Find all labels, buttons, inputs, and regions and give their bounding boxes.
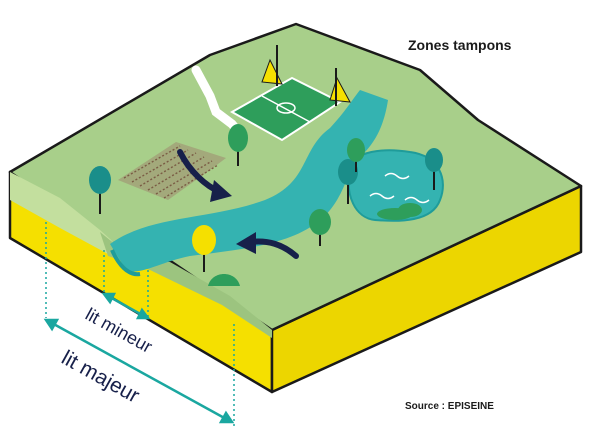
lit-majeur-arrow xyxy=(43,318,235,424)
flow-arrow-right-head xyxy=(210,180,232,202)
diagram-title: Zones tampons xyxy=(408,37,512,53)
tree-yellow xyxy=(192,225,216,272)
tree-pond-left xyxy=(338,159,358,204)
bush-pond xyxy=(398,203,422,217)
river-edge xyxy=(110,249,141,277)
floodlight-right xyxy=(329,68,351,106)
measure-guides xyxy=(45,222,235,426)
flow-arrow-left-head xyxy=(236,232,256,254)
lit-majeur-label: lit majeur xyxy=(58,346,144,407)
tree-left xyxy=(89,166,111,214)
river xyxy=(110,90,388,272)
bank-slope-dip xyxy=(100,232,272,338)
tree-right-bank xyxy=(309,209,331,246)
bank-slope xyxy=(10,172,120,254)
pond-waves-2 xyxy=(369,192,395,200)
farm-field xyxy=(118,142,226,200)
football-pitch xyxy=(229,76,343,142)
tree-pond-top xyxy=(347,138,365,172)
floodlight-left xyxy=(261,45,283,86)
source-caption: Source : EPISEINE xyxy=(405,401,494,412)
pond xyxy=(347,149,444,222)
tree-center xyxy=(228,124,248,166)
bush-mound xyxy=(208,274,240,286)
tree-pond-right xyxy=(425,148,443,190)
lit-mineur-arrow xyxy=(101,292,151,320)
pond-waves-3 xyxy=(404,196,430,204)
pond-waves-1 xyxy=(384,172,410,180)
